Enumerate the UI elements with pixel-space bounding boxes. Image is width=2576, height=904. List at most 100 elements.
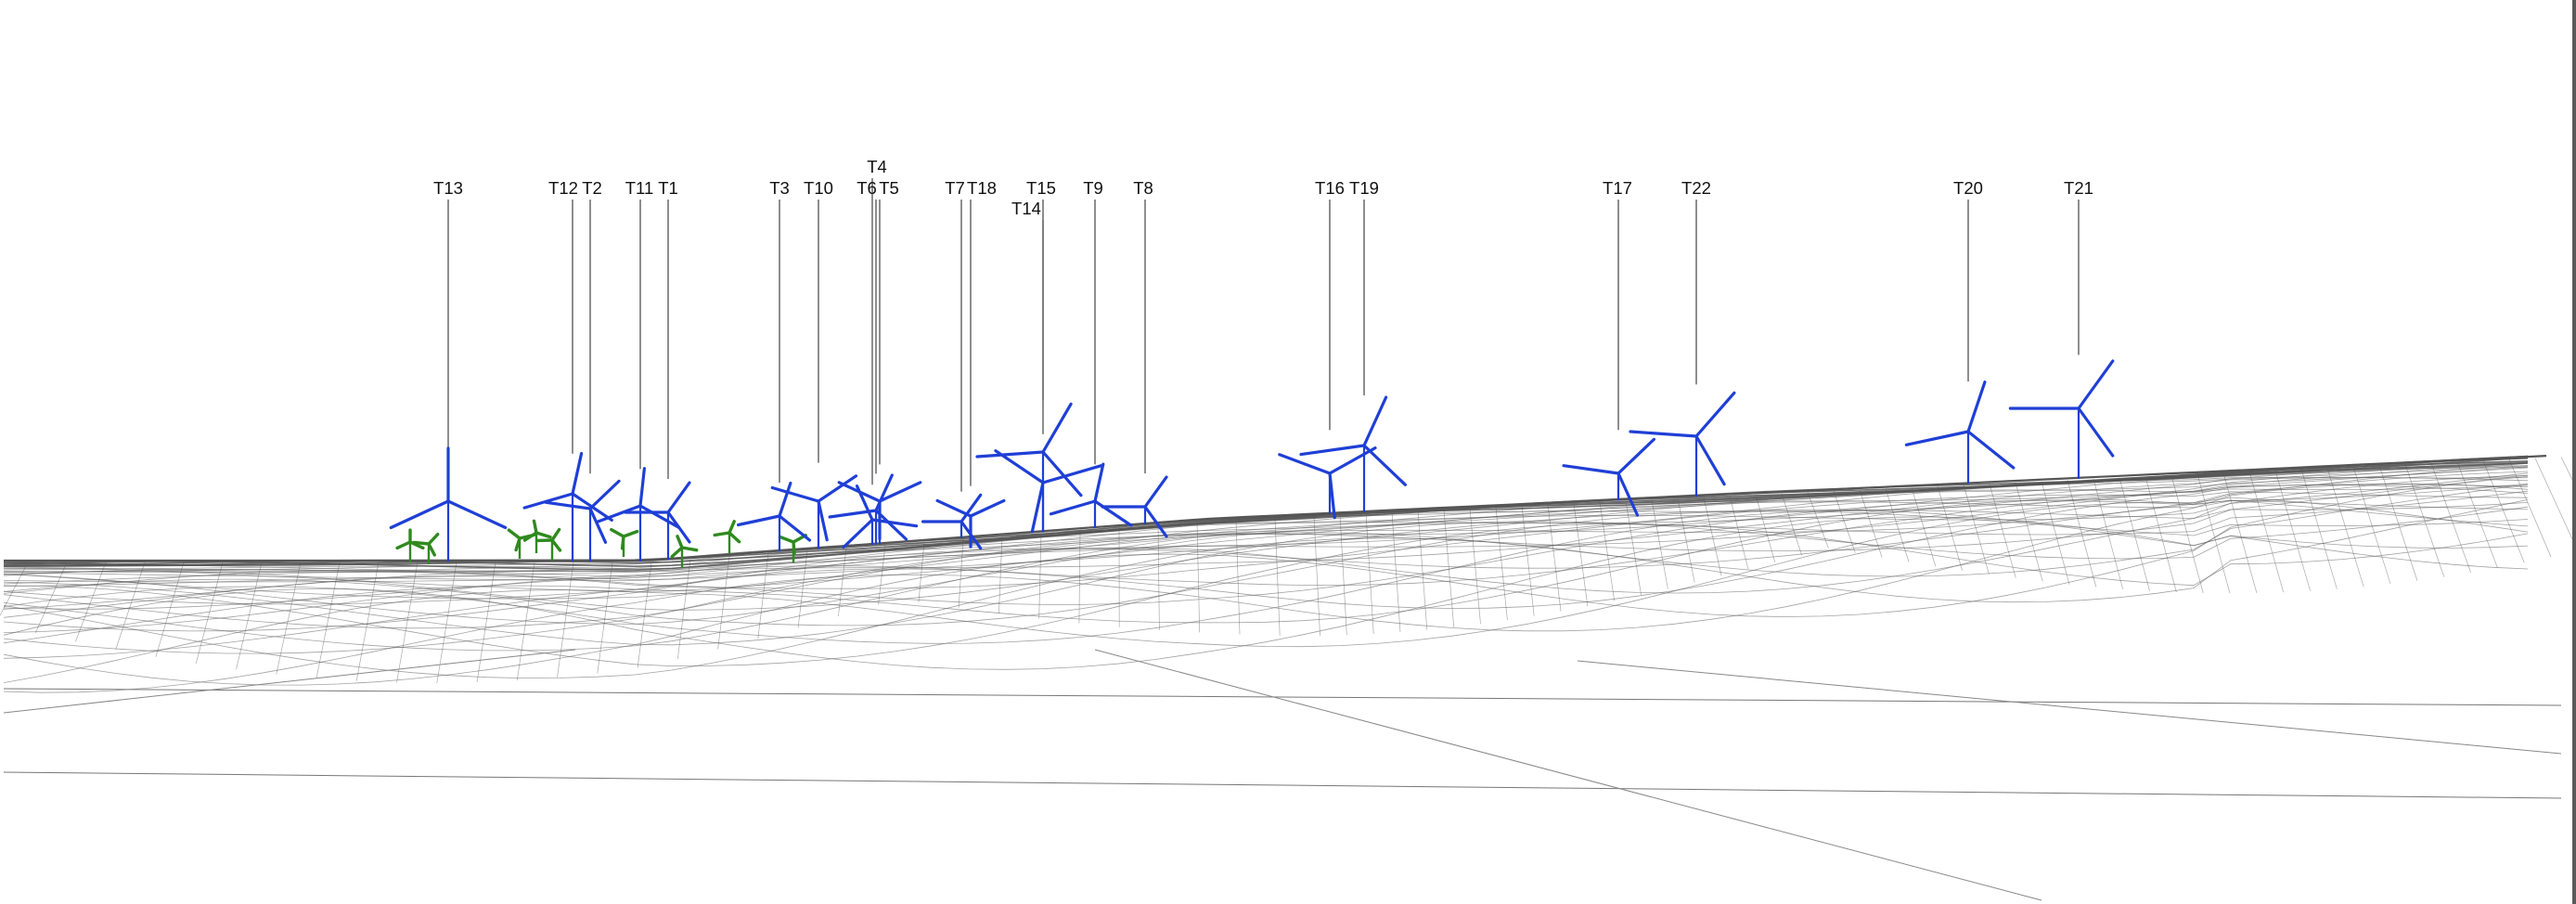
turbine-blade — [514, 536, 522, 552]
terrain-contour-line — [3, 462, 2529, 582]
turbine-blade — [666, 510, 691, 544]
turbine-blade — [778, 535, 795, 544]
terrain-mesh-line — [436, 562, 457, 684]
turbine-blade — [412, 540, 431, 546]
proposed-turbine-t1 — [624, 481, 691, 561]
turbine-blade — [670, 546, 684, 559]
turbine-blade — [1143, 505, 1168, 538]
turbine-blade — [1049, 499, 1097, 516]
turbine-blade — [1093, 499, 1133, 527]
turbine-leader-lines — [447, 178, 2080, 492]
terrain-mesh-line — [2222, 472, 2258, 593]
existing-turbine — [610, 527, 639, 557]
turbine-blade — [522, 492, 574, 510]
terrain-mesh-line — [2274, 470, 2311, 591]
terrain-mesh-line — [115, 562, 146, 650]
terrain-mesh-line — [597, 562, 613, 674]
terrain-mesh-line — [1196, 521, 1201, 633]
turbine-label-t5: T5 — [879, 178, 899, 198]
terrain-mesh-line — [1313, 515, 1320, 636]
turbine-label-t16: T16 — [1315, 178, 1345, 198]
proposed-turbine-t10 — [770, 474, 858, 549]
terrain-mesh-line — [34, 562, 68, 634]
existing-turbine — [670, 535, 699, 568]
turbine-blade — [676, 535, 684, 549]
turbine-label-t21: T21 — [2064, 178, 2093, 198]
proposed-turbine-t22 — [1629, 391, 1736, 497]
terrain-mesh-line — [557, 562, 574, 678]
turbine-label-t19: T19 — [1349, 178, 1379, 198]
terrain-mesh-line — [1521, 505, 1535, 616]
existing-turbine — [522, 519, 552, 553]
proposed-turbine-t19 — [1299, 395, 1408, 513]
terrain-mesh-line — [1339, 514, 1347, 636]
proposed-turbine-t11 — [596, 467, 681, 562]
terrain-ridge-line — [4, 455, 2547, 562]
terrain-mesh-line — [797, 550, 808, 628]
turbine-blade — [1328, 446, 1377, 475]
terrain-contour-line — [3, 498, 2529, 644]
terrain-mesh-line — [2430, 462, 2471, 573]
turbine-blade — [878, 481, 922, 503]
turbine-label-t4: T4 — [867, 157, 887, 176]
terrain-mesh-line — [918, 541, 925, 602]
turbine-blade — [427, 542, 436, 557]
terrain-mesh-line — [1274, 517, 1281, 636]
foreground-line — [3, 649, 576, 714]
turbine-blade — [544, 500, 592, 510]
terrain-contour-line — [3, 506, 2529, 646]
turbine-blade — [1616, 437, 1656, 475]
terrain-mesh-line — [1391, 511, 1401, 633]
turbine-blade — [596, 504, 642, 523]
turbine-blade — [680, 546, 699, 552]
turbine-label-t22: T22 — [1681, 178, 1711, 198]
turbine-blade — [817, 499, 829, 542]
terrain-mesh-line — [2093, 478, 2124, 589]
terrain-contour-line — [3, 474, 2529, 654]
terrain-mesh-line — [2067, 480, 2097, 588]
terrain-mesh-line — [2300, 469, 2338, 589]
turbine-label-t20: T20 — [1953, 178, 1983, 198]
terrain-mesh-line — [316, 562, 341, 678]
turbine-blade — [1278, 453, 1332, 475]
terrain-mesh-line — [355, 562, 380, 681]
turbine-blade — [1966, 381, 1987, 433]
turbine-blade — [1694, 434, 1726, 486]
turbine-label-t8: T8 — [1133, 178, 1153, 198]
existing-turbine — [713, 520, 741, 553]
turbine-blade — [638, 504, 681, 529]
terrain-mesh-line — [2456, 461, 2498, 568]
terrain-mesh-line — [195, 562, 224, 664]
existing-turbine — [395, 528, 425, 562]
turbine-blade — [588, 507, 608, 544]
proposed-turbine-t12 — [522, 451, 613, 562]
turbine-label-t10: T10 — [804, 178, 833, 198]
turbine-label-t1: T1 — [658, 178, 678, 198]
terrain-mesh-line — [276, 562, 302, 675]
proposed-turbine-t2 — [544, 479, 621, 562]
terrain-contour-line — [3, 491, 2529, 594]
terrain-mesh-line — [757, 553, 769, 639]
proposed-turbine-t8 — [1101, 475, 1168, 538]
turbine-blade — [770, 485, 820, 503]
terrain-mesh-line — [1911, 487, 1937, 567]
terrain-contour-line — [3, 483, 2529, 593]
turbine-blade — [1966, 430, 2016, 470]
turbine-blade — [855, 484, 874, 522]
turbine-blade — [1030, 481, 1045, 534]
terrain-mesh-line — [1038, 533, 1042, 619]
turbine-blade — [1041, 402, 1073, 454]
terrain-contour-line — [3, 461, 2529, 583]
proposed-turbine-t18 — [935, 498, 1006, 549]
turbine-label-t6: T6 — [857, 178, 877, 198]
terrain-mesh-line — [1781, 493, 1802, 556]
terrain-mesh-line — [958, 538, 964, 609]
terrain-mesh-line — [1833, 491, 1856, 553]
turbine-labels: T13 T12 T2 T11 T1 T3 T10 T6 T5 T4 T7 T18… — [433, 157, 2093, 218]
terrain-mesh-line — [1417, 510, 1428, 630]
terrain-mesh-line — [838, 548, 847, 617]
terrain-contour-line — [3, 467, 2529, 587]
terrain-mesh-line — [998, 536, 1003, 614]
turbine-blade — [792, 540, 796, 556]
terrain-mesh-line — [1469, 508, 1481, 625]
